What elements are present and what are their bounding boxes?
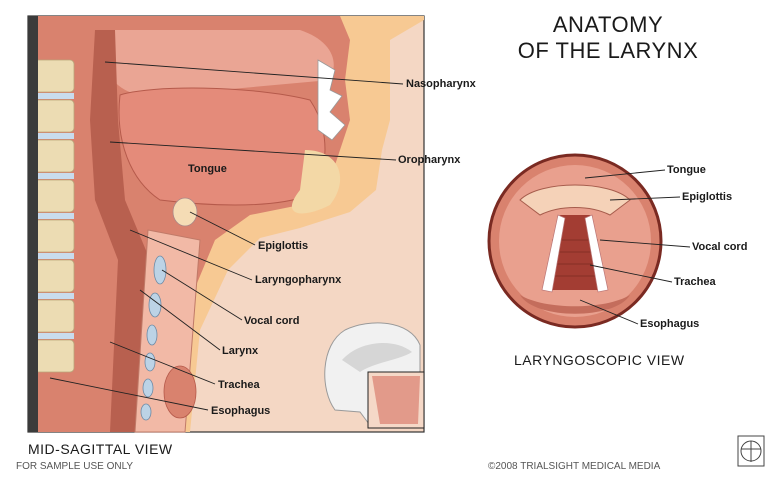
label-epiglottis-sagittal: Epiglottis (258, 240, 309, 252)
vertebral-column (33, 59, 75, 373)
title-line-2: OF THE LARYNX (517, 38, 699, 63)
brain-shape (342, 342, 412, 372)
spinal-cord (28, 16, 38, 432)
label-esophagus-sagittal: Esophagus (211, 405, 271, 417)
nasal-cavity (99, 30, 334, 95)
heading-laryngoscopic: LARYNGOSCOPIC VIEW (514, 352, 685, 368)
label-esophagus-laryngo: Esophagus (640, 318, 700, 330)
thumbnail-detail (372, 376, 420, 424)
pharynx-airway (90, 30, 150, 432)
label-tongue-laryngo: Tongue (667, 164, 706, 176)
sagittal-leader-lines (49, 61, 404, 411)
page-title: ANATOMY OF THE LARYNX (488, 12, 728, 64)
footer-sample-notice: FOR SAMPLE USE ONLY (16, 461, 134, 472)
chin (291, 150, 341, 214)
epiglottis-shape (172, 197, 198, 227)
label-trachea-sagittal: Trachea (218, 379, 260, 391)
tracheal-rings (140, 255, 167, 421)
label-larynx: Larynx (222, 345, 259, 357)
label-tongue-sagittal: Tongue (188, 163, 227, 175)
label-laryngopharynx: Laryngopharynx (255, 274, 342, 286)
label-epiglottis-laryngo: Epiglottis (682, 191, 733, 203)
title-line-1: ANATOMY (552, 12, 664, 37)
label-oropharynx: Oropharynx (398, 154, 461, 166)
left-vocal-cord (541, 214, 566, 293)
label-vocal-cord-sagittal: Vocal cord (244, 315, 300, 327)
right-vocal-cord (584, 214, 609, 293)
epiglottis-rim (519, 184, 631, 216)
laryngoscopic-leader-lines (579, 169, 691, 325)
label-vocal-cord-laryngo: Vocal cord (692, 241, 748, 253)
teeth (317, 59, 346, 141)
heading-mid-sagittal: MID-SAGITTAL VIEW (28, 441, 173, 457)
label-nasopharynx: Nasopharynx (406, 78, 476, 90)
footer-copyright: ©2008 TRIALSIGHT MEDICAL MEDIA (488, 461, 661, 472)
intervertebral-discs (34, 93, 74, 339)
thyroid (163, 365, 197, 419)
label-trachea-laryngo: Trachea (674, 276, 716, 288)
